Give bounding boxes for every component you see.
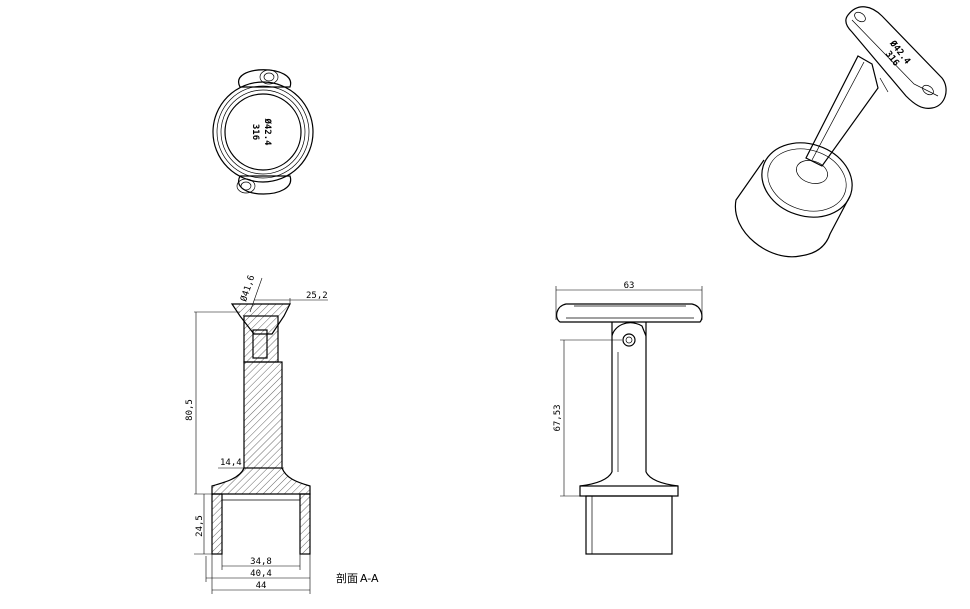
top-view-outer-ring: [212, 81, 314, 183]
dim-cup-mid: 40,4: [250, 569, 272, 579]
dim-cup-outer: 44: [256, 581, 267, 591]
dim-overall-height: 80,5: [185, 399, 195, 421]
dim-height: 67,53: [553, 404, 563, 431]
top-view-inner-ring: [224, 93, 302, 171]
iso-view-stem: [805, 55, 879, 167]
section-mark: 剖面: [336, 571, 358, 585]
dim-plate-length: 63: [624, 281, 635, 291]
iso-view-cup-top: [761, 142, 853, 218]
dim-tube-diameter: Ø41,6: [238, 274, 257, 303]
front-view-plate: [556, 303, 703, 323]
iso-view-plate: [845, 6, 947, 109]
iso-view-cup-body: [734, 159, 851, 258]
section-name: A-A: [360, 572, 379, 585]
dim-cup-inner: 34,8: [250, 557, 272, 567]
top-view: Ø42.4 316: [212, 69, 314, 195]
front-view-pin: [622, 333, 636, 347]
section-view: 80,5 24,5 14,4 Ø41,6 25,2 34,8 40,4 44 剖…: [185, 274, 379, 594]
top-view-grade-label: 316: [250, 124, 260, 140]
top-view-size-label: Ø42.4: [262, 117, 273, 146]
top-view-screw-hole-top: [259, 69, 279, 85]
front-view-cup: [585, 495, 673, 555]
dim-plate-width: 25,2: [306, 291, 328, 301]
front-view-cup-rim: [579, 485, 679, 497]
front-view: 63 67,53: [553, 281, 703, 555]
dim-stem-diameter: 14,4: [220, 458, 242, 468]
dim-cup-height: 24,5: [195, 515, 205, 537]
iso-view: Ø42.4 316: [734, 6, 947, 258]
